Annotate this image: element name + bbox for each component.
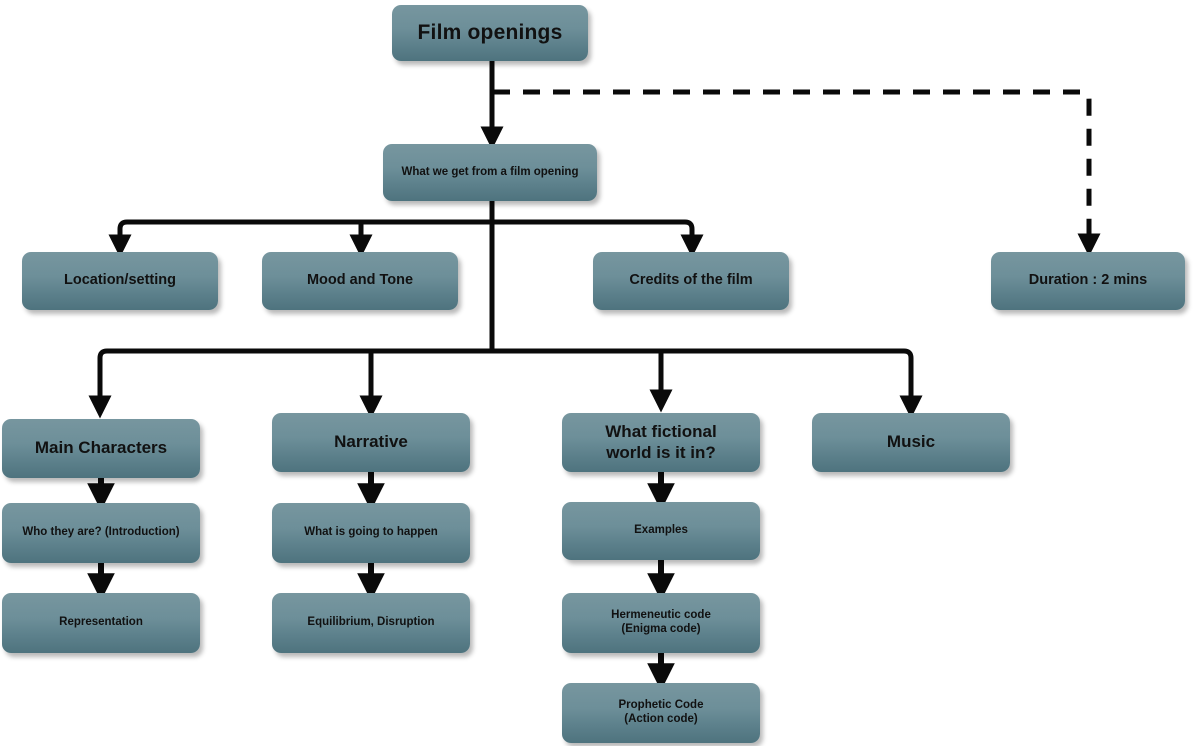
node-prophetic-code[interactable]: Prophetic Code (Action code): [562, 683, 760, 743]
node-who-they-are-label: Who they are? (Introduction): [22, 526, 180, 539]
node-hermeneutic-code[interactable]: Hermeneutic code (Enigma code): [562, 593, 760, 653]
edge-bus-row4-left-cap: [88, 348, 112, 419]
node-hermeneutic-code-label: Hermeneutic code (Enigma code): [611, 609, 711, 635]
edge-bus-row3-right-cap: [680, 219, 704, 258]
node-examples-label: Examples: [634, 524, 688, 537]
node-fictional-world[interactable]: What fictional world is it in?: [562, 413, 760, 472]
edge-bus-row3-left-cap: [108, 219, 132, 258]
node-what-is-going-to-happen-label: What is going to happen: [304, 526, 438, 539]
node-main-characters-label: Main Characters: [34, 438, 168, 458]
node-narrative-label: Narrative: [334, 432, 408, 452]
node-representation[interactable]: Representation: [2, 593, 200, 653]
node-fictional-world-label: What fictional world is it in?: [605, 422, 717, 462]
edge-bus-row4-right-cap: [899, 348, 923, 419]
node-what-we-get[interactable]: What we get from a film opening: [383, 144, 597, 201]
node-equilibrium-disruption[interactable]: Equilibrium, Disruption: [272, 593, 470, 653]
node-credits-of-the-film-label: Credits of the film: [629, 272, 753, 289]
node-music-label: Music: [886, 432, 936, 452]
node-narrative[interactable]: Narrative: [272, 413, 470, 472]
node-equilibrium-disruption-label: Equilibrium, Disruption: [307, 616, 435, 629]
node-duration[interactable]: Duration : 2 mins: [991, 252, 1185, 310]
node-mood-and-tone[interactable]: Mood and Tone: [262, 252, 458, 310]
node-music[interactable]: Music: [812, 413, 1010, 472]
node-representation-label: Representation: [59, 616, 143, 629]
node-prophetic-code-label: Prophetic Code (Action code): [618, 699, 704, 725]
node-location-setting-label: Location/setting: [64, 272, 176, 289]
node-duration-label: Duration : 2 mins: [1028, 272, 1148, 289]
node-main-characters[interactable]: Main Characters: [2, 419, 200, 478]
node-film-openings-label: Film openings: [417, 20, 563, 44]
node-examples[interactable]: Examples: [562, 502, 760, 560]
node-credits-of-the-film[interactable]: Credits of the film: [593, 252, 789, 310]
node-mood-and-tone-label: Mood and Tone: [306, 272, 414, 289]
node-what-is-going-to-happen[interactable]: What is going to happen: [272, 503, 470, 563]
node-film-openings[interactable]: Film openings: [392, 5, 588, 61]
node-location-setting[interactable]: Location/setting: [22, 252, 218, 310]
node-what-we-get-label: What we get from a film opening: [401, 165, 579, 178]
node-who-they-are[interactable]: Who they are? (Introduction): [2, 503, 200, 563]
